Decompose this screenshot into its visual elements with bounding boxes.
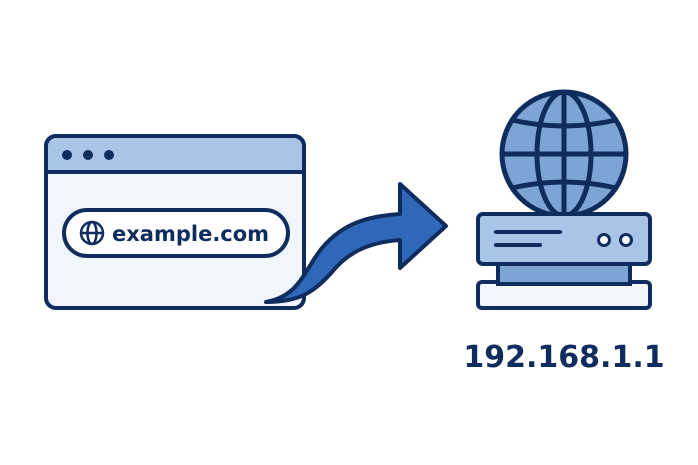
three-dots-icon xyxy=(62,150,114,160)
arrow-body xyxy=(264,182,448,304)
server-unit xyxy=(476,212,652,266)
server-vent-lines xyxy=(494,230,562,247)
address-bar-url: example.com xyxy=(112,222,269,246)
curved-arrow-icon xyxy=(264,182,448,304)
server-globe-icon xyxy=(499,89,629,219)
ip-address-label: 192.168.1.1 xyxy=(463,340,664,375)
address-bar[interactable]: example.com xyxy=(62,208,290,258)
server-icon xyxy=(476,212,652,310)
server-status-lights xyxy=(597,233,633,247)
browser-window: example.com xyxy=(44,134,306,310)
browser-title-bar xyxy=(44,134,306,174)
globe-icon xyxy=(79,220,105,246)
address-bar-field[interactable] xyxy=(62,208,290,258)
